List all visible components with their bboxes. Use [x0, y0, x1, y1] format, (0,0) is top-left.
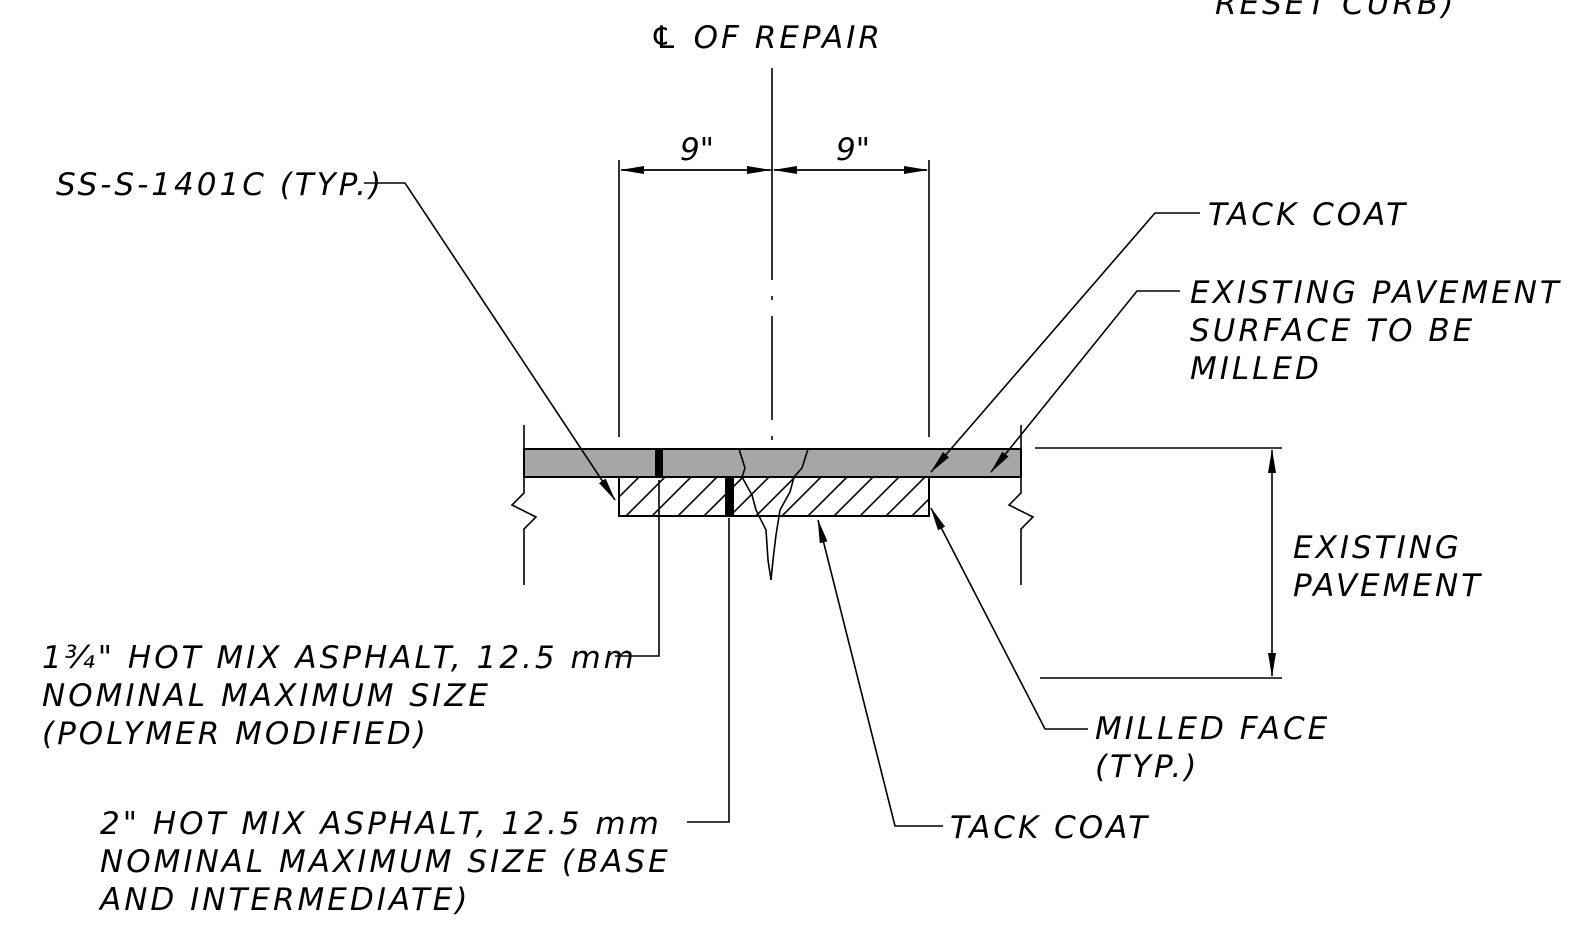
hatch-line: [859, 477, 900, 516]
hatch-line: [781, 477, 822, 516]
hatch-line: [677, 477, 718, 516]
hatch-line: [807, 477, 848, 516]
leader-existing-surface: [990, 290, 1180, 473]
label-hma-base-line-1: 2" HOT MIX ASPHALT, 12.5 mm: [100, 806, 662, 842]
label-existing-pavement-line-1: EXISTING: [1293, 530, 1462, 566]
label-sealant: SS-S-1401C (TYP.): [56, 167, 384, 203]
hatch-line: [885, 477, 926, 516]
hatch-line: [729, 477, 770, 516]
dimension-group: 9" 9": [618, 132, 930, 437]
leader-tack-coat-bottom: [817, 519, 943, 827]
label-hma-base-line-2: NOMINAL MAXIMUM SIZE (BASE: [100, 844, 671, 880]
leader-hma-base: [687, 518, 730, 823]
break-line-left: [510, 425, 538, 585]
label-existing-surface: EXISTING PAVEMENT SURFACE TO BE MILLED: [1190, 275, 1562, 387]
hatch-line: [755, 477, 796, 516]
leader-milled-face: [930, 507, 1088, 730]
dimension-left-label: 9": [680, 132, 714, 168]
label-existing-pavement: EXISTING PAVEMENT: [1293, 530, 1483, 604]
leader-tack-coat-top: [930, 212, 1200, 473]
leader-hma-surface: [615, 480, 660, 657]
crack-line-left: [738, 448, 772, 581]
label-tack-coat-bottom: TACK COAT: [950, 810, 1150, 846]
label-existing-pavement-line-2: PAVEMENT: [1293, 568, 1483, 604]
label-hma-base-line-3: AND INTERMEDIATE): [98, 882, 470, 918]
hatch-line: [938, 477, 977, 516]
label-existing-surface-line-3: MILLED: [1190, 351, 1322, 387]
label-hma-surface-line-2: NOMINAL MAXIMUM SIZE: [42, 678, 491, 714]
repair-hatch: [619, 477, 977, 516]
label-hma-base: 2" HOT MIX ASPHALT, 12.5 mm NOMINAL MAXI…: [98, 806, 671, 918]
label-hma-surface-line-1: 1¾" HOT MIX ASPHALT, 12.5 mm: [42, 640, 637, 676]
sealant-strip-base: [725, 477, 734, 516]
hatch-line: [833, 477, 874, 516]
sealant-strip-top: [655, 449, 663, 477]
leader-lines: [364, 182, 1200, 827]
label-existing-surface-line-2: SURFACE TO BE: [1190, 313, 1475, 349]
label-milled-face: MILLED FACE (TYP.): [1095, 711, 1330, 785]
dimension-right-label: 9": [836, 132, 870, 168]
repair-base-outline: [618, 476, 930, 517]
hatch-line: [911, 497, 929, 516]
label-hma-surface-line-3: (POLYMER MODIFIED): [42, 716, 429, 752]
centerline-title: ℄ OF REPAIR: [650, 20, 883, 56]
label-existing-surface-line-1: EXISTING PAVEMENT: [1190, 275, 1562, 311]
hatch-line: [703, 477, 744, 516]
break-line-right: [1007, 425, 1035, 585]
label-hma-surface: 1¾" HOT MIX ASPHALT, 12.5 mm NOMINAL MAX…: [42, 640, 637, 752]
top-right-fragment: RESET CURB): [1215, 0, 1456, 22]
leader-sealant: [364, 182, 616, 501]
label-milled-face-line-2: (TYP.): [1095, 749, 1199, 785]
label-tack-coat-top: TACK COAT: [1208, 197, 1408, 233]
hatch-line: [651, 477, 692, 516]
crack-line-right: [770, 448, 809, 581]
label-milled-face-line-1: MILLED FACE: [1095, 711, 1330, 747]
